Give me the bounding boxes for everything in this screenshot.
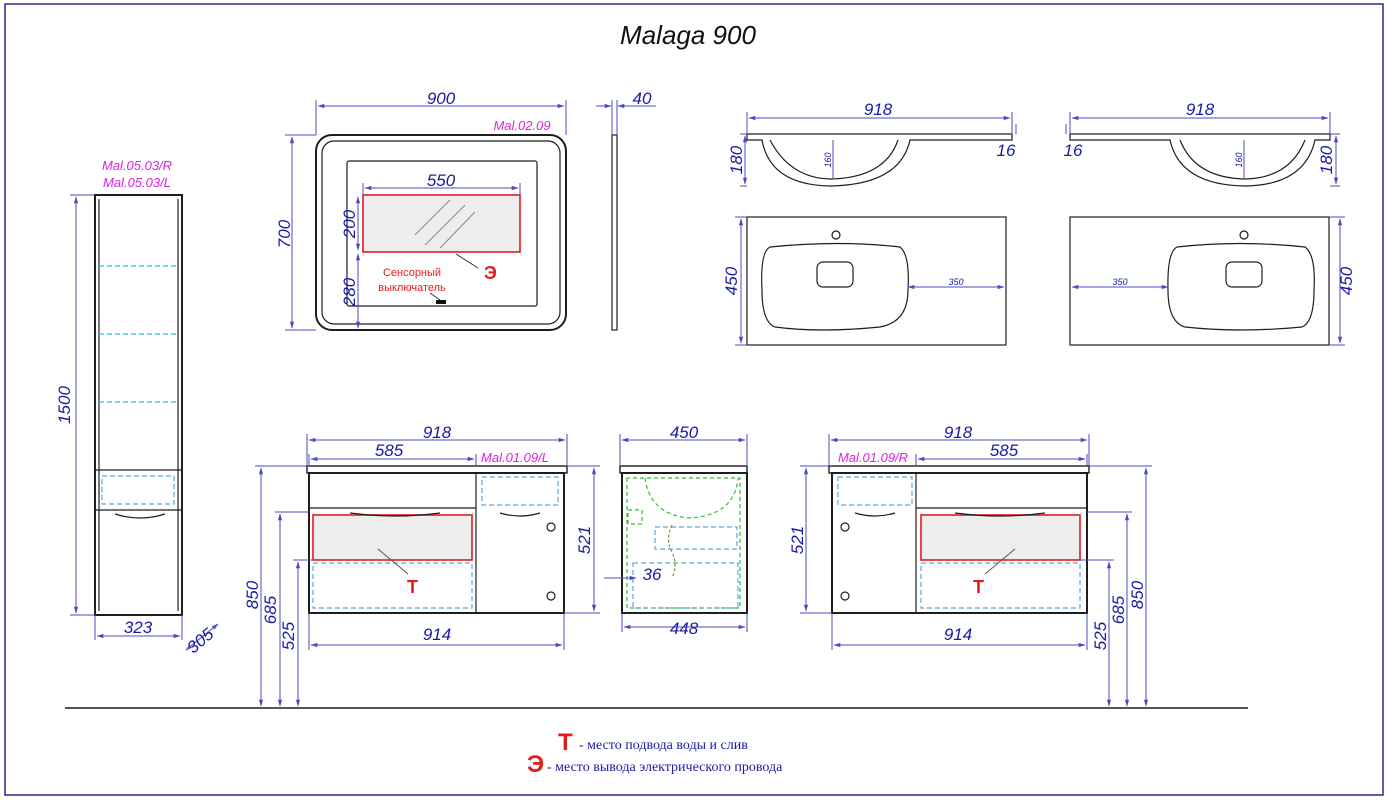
- legend-text-water: - место подвода воды и слив: [579, 738, 748, 753]
- cabinet-left-code: Mal.01.09/L: [481, 450, 549, 465]
- cabinet-left-water-mark: Т: [407, 577, 418, 597]
- cabinet-right-drawer-width-dim: 585: [990, 441, 1019, 460]
- cabinet-left-drawer-width-dim: 585: [375, 441, 404, 460]
- sink-left-view: 918 180 160 16 350 450: [722, 100, 1017, 346]
- sink-right-height-dim: 180: [1317, 145, 1336, 174]
- cabinet-right-top-width-dim: 918: [944, 423, 973, 442]
- cabinet-side-top-depth-dim: 450: [670, 423, 699, 442]
- cabinet-side-inset-dim: 36: [643, 565, 662, 584]
- column-view: Mal.05.03/R Mal.05.03/L 1500 323 305: [55, 158, 219, 657]
- mirror-view: Mal.02.09 900 700 550 200 280 Сенсорный …: [275, 89, 656, 331]
- cabinet-side-view: 450 448 36: [604, 423, 748, 638]
- sink-right-view: 918 180 160 16 350 450: [1064, 100, 1356, 346]
- sink-right-bowl-dim: 160: [1234, 152, 1244, 167]
- mirror-code: Mal.02.09: [493, 118, 550, 133]
- cabinet-right-drawer-zone: [920, 514, 1081, 561]
- column-body: [94, 194, 183, 616]
- legend-text-electric: - место вывода электрического провода: [547, 760, 783, 775]
- sink-right-depth-dim: 450: [1337, 266, 1356, 295]
- cabinet-left-view: Т Mal.01.09/L 918 585 914 521 850 685 52…: [243, 423, 600, 707]
- legend-key-water: Т: [558, 729, 573, 756]
- mirror-depth-dim: 40: [633, 89, 652, 108]
- electric-mark: Э: [484, 263, 497, 283]
- cabinet-left-h525-dim: 525: [279, 621, 298, 650]
- sensor-label-line1: Сенсорный: [383, 267, 441, 279]
- mirror-side-view: [611, 134, 618, 331]
- mirror-height-dim: 700: [275, 219, 294, 248]
- sink-left-offset-dim: 350: [948, 277, 963, 287]
- cabinet-right-code: Mal.01.09/R: [838, 450, 908, 465]
- sink-left-profile: [746, 133, 1013, 187]
- cabinet-right-view: Т Mal.01.09/R 918 585 914 521 850 685 52…: [788, 423, 1152, 707]
- sink-right-width-dim: 918: [1186, 100, 1215, 119]
- column-width-dim: 323: [124, 618, 153, 637]
- sink-right-top: [1069, 216, 1330, 346]
- cabinet-left-body-width-dim: 914: [423, 625, 451, 644]
- column-drawer: [101, 475, 175, 505]
- sink-left-height-dim: 180: [727, 145, 746, 174]
- cabinet-side-body: [621, 472, 748, 614]
- cabinet-left-h685-dim: 685: [261, 595, 280, 624]
- cabinet-right-h525-dim: 525: [1091, 621, 1110, 650]
- sink-right-offset-dim: 350: [1112, 277, 1127, 287]
- cabinet-right-water-mark: Т: [973, 577, 984, 597]
- mirror-window-height-dim: 200: [340, 209, 359, 239]
- mirror-window-width-dim: 550: [427, 171, 456, 190]
- cabinet-right-body-height-dim: 521: [788, 526, 807, 554]
- cabinet-left-body: [308, 472, 565, 614]
- sink-left-width-dim: 918: [864, 100, 893, 119]
- cabinet-right-h685-dim: 685: [1109, 595, 1128, 624]
- cabinet-right-body: [831, 472, 1088, 614]
- cabinet-side-bottom-depth-dim: 448: [670, 619, 699, 638]
- sensor-label-line2: выключатель: [378, 282, 446, 294]
- sink-left-top: [746, 216, 1007, 346]
- sink-left-bowl-dim: 160: [823, 152, 833, 167]
- sensor-switch-icon: [436, 300, 446, 304]
- cabinet-left-top-width-dim: 918: [423, 423, 452, 442]
- column-code-l: Mal.05.03/L: [103, 175, 171, 190]
- mirror-bottom-offset-dim: 280: [340, 277, 359, 307]
- cabinet-right-total-height-dim: 850: [1128, 580, 1147, 609]
- cabinet-left-body-height-dim: 521: [575, 526, 594, 554]
- legend-key-electric: Э: [527, 751, 544, 778]
- column-depth-dim: 305: [183, 624, 217, 657]
- mirror-light-window: [362, 194, 521, 253]
- column-code-r: Mal.05.03/R: [102, 158, 172, 173]
- cabinet-right-top: [828, 465, 1090, 474]
- page-title: Malaga 900: [620, 20, 756, 50]
- cabinet-left-top: [306, 465, 568, 474]
- mirror-frame: [315, 134, 567, 331]
- sheet-border: [4, 3, 1384, 796]
- cabinet-right-body-width-dim: 914: [944, 625, 972, 644]
- cabinet-left-total-height-dim: 850: [243, 580, 262, 609]
- sink-left-edge-dim: 16: [997, 141, 1016, 160]
- mirror-width-dim: 900: [427, 89, 456, 108]
- sink-right-edge-dim: 16: [1064, 141, 1083, 160]
- cabinet-left-drawer-zone: [312, 514, 473, 561]
- sink-right-profile: [1069, 133, 1331, 187]
- legend: Т - место подвода воды и слив Э - место …: [527, 729, 783, 778]
- sink-left-depth-dim: 450: [722, 266, 741, 295]
- column-height-dim: 1500: [55, 386, 74, 424]
